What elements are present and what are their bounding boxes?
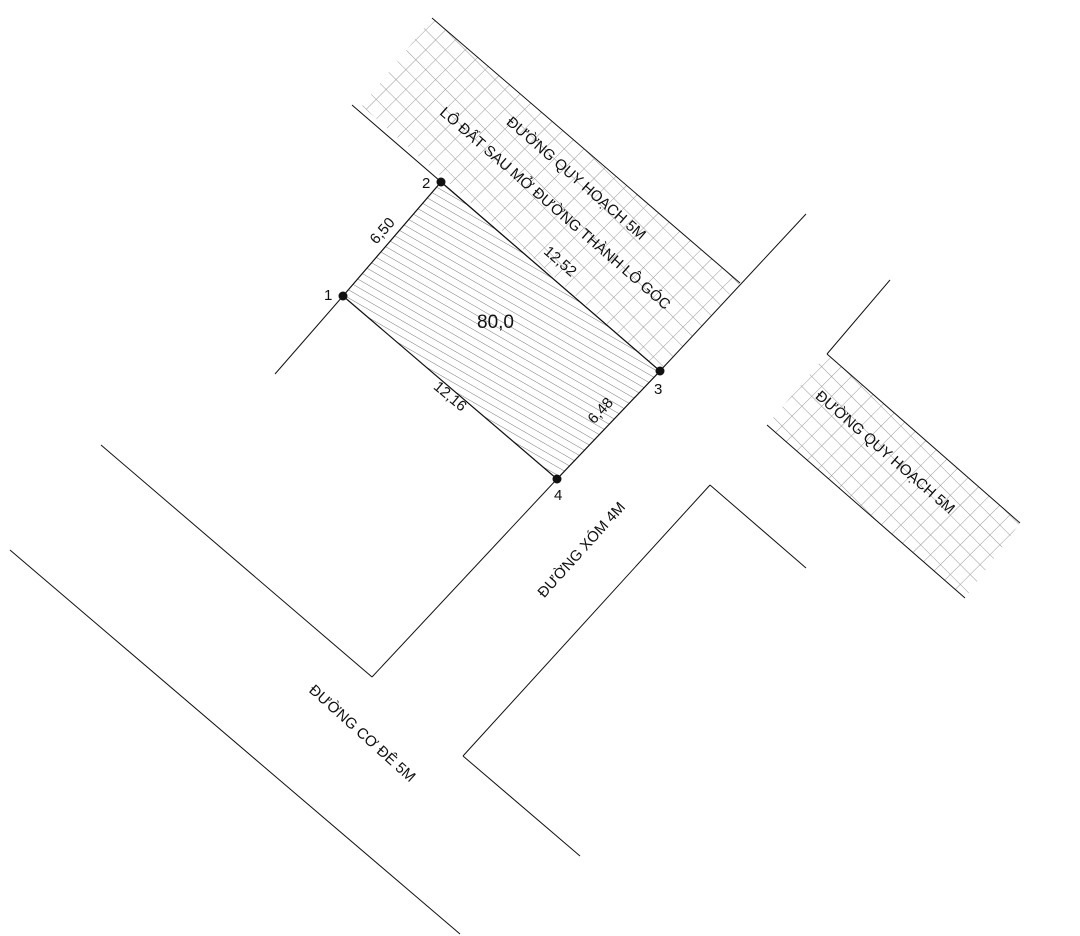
point-3-marker	[655, 366, 665, 376]
alley-edge-right-lower	[462, 484, 711, 757]
planned-road-right-edge-left	[826, 279, 891, 355]
lower-lot-edge	[462, 755, 581, 857]
alley-corner-edge	[709, 484, 807, 569]
point-1-label: 1	[324, 287, 332, 304]
point-3-label: 3	[654, 381, 662, 398]
planned-road-upper-edge-top	[431, 17, 741, 284]
planned-road-right-strip	[767, 354, 1020, 598]
alley-edge-left	[371, 478, 558, 678]
dike-road-label: ĐƯỜNG CƠ ĐÊ 5M	[305, 682, 418, 786]
point-4-marker	[552, 474, 562, 484]
point-2-marker	[436, 177, 446, 187]
planned-road-upper-strip	[362, 18, 740, 371]
planned-road-right-edge-top	[826, 353, 1021, 524]
plot-area-label: 80,0	[477, 312, 514, 333]
planned-road-right-edge-bottom	[766, 424, 966, 599]
dike-road-edge-lower	[9, 549, 461, 935]
point-1-marker	[338, 291, 348, 301]
point-2-label: 2	[422, 175, 430, 192]
point-4-label: 4	[554, 487, 562, 504]
alley-edge-right-upper	[659, 213, 807, 372]
dike-road-edge-upper	[100, 444, 373, 678]
plot-extension-left	[274, 295, 344, 375]
alley-road-label: ĐƯỜNG XÓM 4M	[534, 499, 628, 601]
